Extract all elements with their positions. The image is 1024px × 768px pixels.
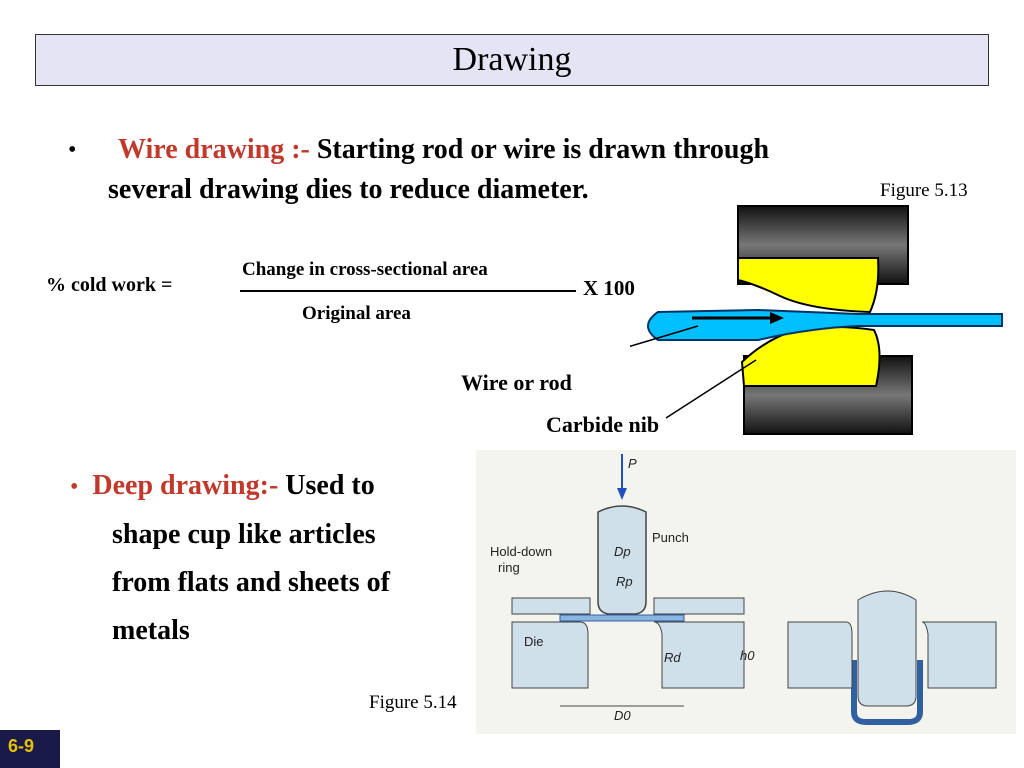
deep-drawing-diagram: P Punch Dp Rp Hold-down ring Die Rd h0 D… bbox=[490, 454, 997, 725]
slide-number-background bbox=[0, 730, 60, 768]
holddown-ring-left bbox=[511, 597, 591, 615]
label-rd: Rd bbox=[664, 650, 681, 665]
figure-5-14-caption: Figure 5.14 bbox=[369, 692, 457, 713]
label-rp: Rp bbox=[616, 574, 633, 589]
bullet1-text-line2: several drawing dies to reduce diameter. bbox=[108, 174, 589, 205]
bullet2-label: Deep drawing:- bbox=[92, 470, 279, 501]
drawn-cup bbox=[851, 660, 923, 725]
bullet2-text-line3: from flats and sheets of bbox=[112, 567, 390, 598]
force-arrow-head bbox=[617, 488, 627, 500]
wire-pointer-line bbox=[630, 325, 699, 348]
bullet-dot: • bbox=[68, 137, 77, 163]
label-die: Die bbox=[524, 634, 544, 649]
label-holddown: Hold-down bbox=[490, 544, 552, 559]
formula-lhs: % cold work = bbox=[46, 274, 173, 296]
punch-after bbox=[857, 590, 917, 707]
punch bbox=[597, 505, 647, 615]
deep-drawing-figure: P Punch Dp Rp Hold-down ring Die Rd h0 D… bbox=[476, 450, 1016, 734]
label-h0: h0 bbox=[740, 648, 755, 663]
label-d0: D0 bbox=[614, 708, 631, 723]
bullet2-text-line1: Used to bbox=[278, 470, 375, 501]
title-text: Drawing bbox=[452, 41, 572, 78]
figure-5-13-caption: Figure 5.13 bbox=[880, 180, 968, 201]
bullet1-label: Wire drawing :- bbox=[118, 134, 310, 165]
sheet-blank bbox=[559, 614, 685, 622]
wire-drawing-figure bbox=[630, 205, 1003, 435]
bullet1-text-line1: Starting rod or wire is drawn through bbox=[309, 134, 770, 165]
formula-denominator: Original area bbox=[302, 303, 411, 324]
bullet2-line1: • Deep drawing:- Used to bbox=[70, 462, 390, 511]
holddown-ring-right bbox=[653, 597, 745, 615]
formula-numerator: Change in cross-sectional area bbox=[242, 259, 488, 280]
label-dp: Dp bbox=[614, 544, 631, 559]
carbide-nib-top bbox=[737, 257, 880, 314]
page-title: Drawing bbox=[35, 34, 989, 86]
die-after-left bbox=[787, 621, 853, 689]
nib-label: Carbide nib bbox=[546, 412, 660, 437]
label-punch: Punch bbox=[652, 530, 689, 545]
die-left bbox=[511, 621, 589, 689]
wire-label: Wire or rod bbox=[461, 370, 572, 395]
bullet-deep-drawing: • Deep drawing:- Used to shape cup like … bbox=[70, 462, 390, 655]
fraction-bar bbox=[240, 290, 576, 292]
formula-multiplier: X 100 bbox=[583, 276, 635, 300]
label-ring: ring bbox=[498, 560, 520, 575]
nib-pointer-line bbox=[665, 359, 757, 419]
label-p: P bbox=[628, 456, 637, 471]
bullet2-text-line4: metals bbox=[112, 615, 190, 646]
die-after-right bbox=[921, 621, 997, 689]
direction-arrow-head bbox=[770, 312, 784, 324]
die-right bbox=[653, 621, 745, 689]
bullet-dot: • bbox=[70, 474, 79, 500]
slide-number: 6-9 bbox=[8, 736, 35, 756]
bullet2-text-line2: shape cup like articles bbox=[112, 519, 376, 550]
bullet1-line1: Wire drawing :- Starting rod or wire is … bbox=[118, 130, 769, 170]
